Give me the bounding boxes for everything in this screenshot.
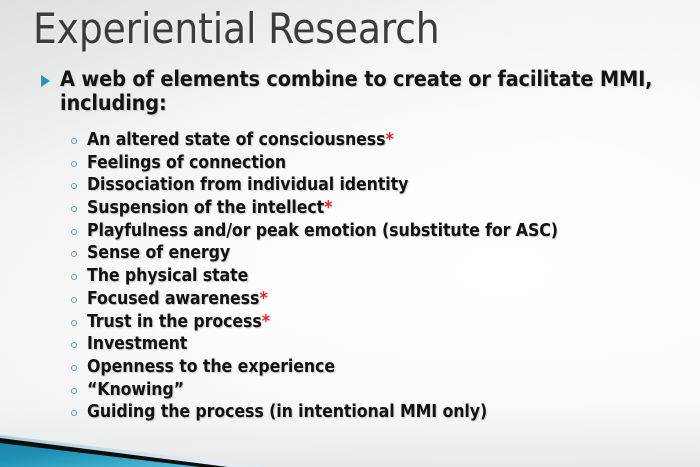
level2-bullet-row: Focused awareness* bbox=[71, 289, 671, 312]
hollow-circle-bullet-icon bbox=[71, 274, 77, 281]
required-asterisk: * bbox=[385, 130, 394, 150]
level2-bullet-text: The physical state bbox=[87, 266, 671, 287]
level2-bullet-label: Focused awareness bbox=[87, 288, 260, 309]
hollow-circle-bullet-icon bbox=[71, 228, 77, 235]
level2-bullet-row: Openness to the experience bbox=[71, 357, 671, 380]
level2-bullet-row: The physical state bbox=[71, 266, 671, 289]
level2-bullet-text: Dissociation from individual identity bbox=[87, 175, 671, 196]
hollow-circle-bullet-icon bbox=[71, 364, 77, 371]
level2-bullet-row: Suspension of the intellect* bbox=[71, 198, 671, 221]
level2-bullet-label: Playfulness and/or peak emotion (substit… bbox=[87, 220, 558, 241]
hollow-circle-bullet-icon bbox=[71, 342, 77, 349]
slide-title: Experiential Research bbox=[33, 4, 440, 53]
hollow-circle-bullet-icon bbox=[71, 206, 77, 213]
level2-bullet-row: “Knowing” bbox=[71, 380, 671, 403]
level2-bullet-label: Openness to the experience bbox=[87, 356, 335, 377]
level2-bullet-text: Suspension of the intellect* bbox=[87, 198, 671, 219]
level2-bullet-label: Investment bbox=[87, 334, 188, 355]
level2-bullet-text: Trust in the process* bbox=[87, 312, 671, 333]
level2-bullet-text: Playfulness and/or peak emotion (substit… bbox=[87, 221, 671, 242]
level2-bullet-row: Playfulness and/or peak emotion (substit… bbox=[71, 221, 671, 244]
level2-bullet-row: Investment bbox=[71, 334, 671, 357]
level2-bullet-row: Dissociation from individual identity bbox=[71, 175, 671, 198]
required-asterisk: * bbox=[324, 198, 333, 219]
level2-bullet-label: Trust in the process bbox=[87, 311, 262, 332]
level2-bullet-label: Dissociation from individual identity bbox=[87, 175, 409, 196]
level2-bullet-text: Focused awareness* bbox=[87, 289, 671, 310]
level2-bullet-label: An altered state of consciousness bbox=[87, 130, 386, 150]
level2-bullet-text: “Knowing” bbox=[87, 380, 671, 401]
level1-bullet-text: A web of elements combine to create or f… bbox=[60, 67, 653, 116]
level2-bullet-row: Sense of energy bbox=[71, 243, 671, 266]
level2-bullet-label: The physical state bbox=[87, 266, 249, 287]
level2-bullet-text: Sense of energy bbox=[87, 243, 671, 264]
level2-bullet-label: Suspension of the intellect bbox=[87, 198, 325, 219]
level2-bullet-text: Guiding the process (in intentional MMI … bbox=[87, 402, 671, 423]
level2-bullet-list: An altered state of consciousness*Feelin… bbox=[71, 130, 671, 425]
hollow-circle-bullet-icon bbox=[71, 410, 77, 417]
level2-bullet-row: Trust in the process* bbox=[71, 312, 671, 335]
hollow-circle-bullet-icon bbox=[71, 319, 77, 326]
level2-bullet-text: An altered state of consciousness* bbox=[87, 130, 671, 151]
level2-bullet-label: Feelings of connection bbox=[87, 152, 287, 173]
level2-bullet-text: Openness to the experience bbox=[87, 357, 671, 378]
level2-bullet-text: Feelings of connection bbox=[87, 153, 671, 174]
level2-bullet-label: “Knowing” bbox=[87, 379, 184, 400]
level1-bullet-row: A web of elements combine to create or f… bbox=[41, 68, 666, 116]
hollow-circle-bullet-icon bbox=[71, 138, 77, 144]
level2-bullet-text: Investment bbox=[87, 334, 671, 355]
triangle-bullet-icon bbox=[41, 75, 50, 87]
hollow-circle-bullet-icon bbox=[71, 251, 77, 258]
required-asterisk: * bbox=[261, 311, 270, 332]
level2-bullet-row: Feelings of connection bbox=[71, 153, 671, 176]
level2-bullet-label: Sense of energy bbox=[87, 243, 231, 264]
hollow-circle-bullet-icon bbox=[71, 296, 77, 303]
level2-bullet-row: Guiding the process (in intentional MMI … bbox=[71, 402, 671, 425]
level2-bullet-label: Guiding the process (in intentional MMI … bbox=[87, 402, 488, 423]
hollow-circle-bullet-icon bbox=[71, 160, 77, 167]
hollow-circle-bullet-icon bbox=[71, 387, 77, 394]
required-asterisk: * bbox=[259, 288, 268, 309]
level2-bullet-row: An altered state of consciousness* bbox=[71, 130, 671, 153]
hollow-circle-bullet-icon bbox=[71, 183, 77, 190]
